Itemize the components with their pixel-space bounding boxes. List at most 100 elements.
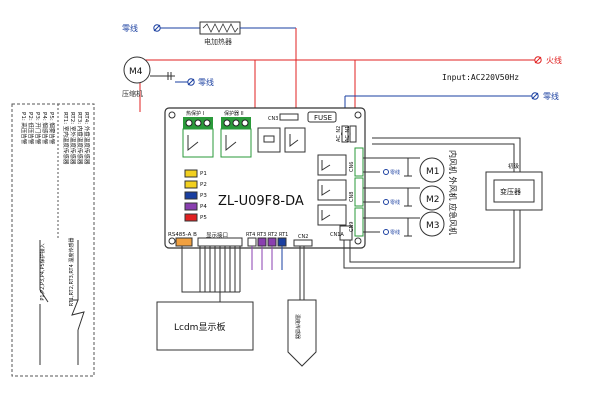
sensor-body: [287, 299, 317, 367]
m2-neutral-label: 零线: [390, 199, 400, 206]
p2-connector: [184, 180, 198, 189]
fuse-label: FUSE: [314, 114, 332, 122]
legend-p1: P1: 高压告警: [20, 112, 28, 145]
cn9-block: [354, 207, 364, 237]
fuse: [307, 111, 337, 123]
cn1a-label: CN1A: [330, 232, 344, 238]
terminal-screw-2: [194, 119, 202, 127]
m1-neutral-label: 零线: [390, 169, 400, 176]
cn2-connector: [293, 239, 313, 247]
m1-label: M1: [426, 167, 440, 177]
legend-col-4: P4: 烟感告警: [41, 112, 49, 145]
fan-relay-3: [317, 204, 347, 226]
cn8-label-wrap: CN8: [349, 192, 355, 202]
cn9-label: CN9: [349, 222, 355, 232]
rs485-connector: [175, 237, 193, 247]
transformer-wire-2: [372, 143, 515, 172]
lcd-board: [156, 246, 254, 351]
rt4-label: RT4: [246, 232, 255, 238]
heater-relay: [284, 127, 306, 153]
p3-label: P3: [200, 193, 207, 199]
neutral-label-1: 零线: [122, 23, 138, 33]
legend-col-7: RT2: 室外温度传感器: [69, 112, 77, 165]
transformer: [343, 137, 543, 269]
live-terminal-slash: [534, 56, 542, 64]
m2-motor: [419, 185, 445, 211]
sensor-probe: [287, 246, 317, 367]
m1-neutral-terminal: [383, 169, 389, 175]
transformer-wire-3: [349, 210, 515, 263]
legend-p3: P3: 开门告警: [34, 112, 42, 145]
legend-box: [11, 103, 95, 377]
control-board: [164, 107, 366, 249]
legend-vertical-2: RT1,RT2,RT3,RT4 温度传感器: [68, 238, 75, 307]
neutral-label-2: 零线: [198, 77, 214, 87]
cn1a-block: [339, 225, 353, 241]
board-outline: [164, 107, 366, 249]
legend-rt3: RT3: 内盘温度传感器: [76, 112, 84, 165]
legend-col-5: P5: 烟雾告警: [48, 112, 56, 145]
legend-rt2: RT2: 室外温度传感器: [69, 112, 77, 165]
lcd-label: Lcdm显示板: [174, 321, 225, 333]
m2-label: M2: [426, 195, 440, 205]
m2-neutral-terminal: [383, 199, 389, 205]
fan-motors: [363, 157, 445, 237]
legend-col-1: P1: 高压告警: [20, 112, 28, 145]
heater-label: 电加热器: [204, 37, 232, 46]
legend-vert-1: P1,P2,P3,P4,P5保护接入: [39, 243, 46, 300]
lcd-frame: [156, 301, 254, 351]
transformer-inner: [493, 179, 535, 203]
ac-n2-terminal: [341, 125, 349, 143]
neutral-terminal-2-slash: [187, 78, 195, 86]
ac-n1-terminal: [349, 125, 357, 143]
relay-left-label: 热保护 I: [186, 110, 204, 117]
legend-p5: P5: 烟雾告警: [48, 112, 56, 145]
rs485-wire: [181, 246, 200, 293]
m3-label: M3: [426, 221, 440, 231]
legend-col-3: P3: 开门告警: [34, 112, 42, 145]
ac-n1-label-wrap: AC_N1: [345, 126, 351, 142]
neutral-label-3: 零线: [543, 91, 559, 101]
legend-rt4: RT4: 外盘温度传感器: [83, 112, 91, 165]
rt1-label: RT1: [279, 232, 288, 238]
fan-relay-1: [317, 154, 347, 176]
legend-frame: [11, 103, 95, 377]
rt3-connector: [257, 237, 267, 247]
legend-switch: [39, 289, 49, 303]
p1-label: P1: [200, 171, 207, 177]
fan-text: 内风机 外风机 应急风机: [448, 150, 458, 235]
mount-hole-bl: [168, 237, 176, 245]
fan-relay-2: [317, 179, 347, 201]
p5-connector: [184, 213, 198, 222]
board-model: ZL-U09F8-DA: [218, 194, 304, 209]
ac-n2-label-wrap: AC_N2: [336, 126, 342, 142]
mount-hole-br: [354, 237, 362, 245]
fan-relay-3-switch: [321, 210, 331, 221]
legend-col-8: RT3: 内盘温度传感器: [76, 112, 84, 165]
transformer-wire-4: [343, 210, 521, 269]
cn6-label: CN6: [349, 162, 355, 172]
legend-rt1: RT1: 室内温度传感器: [62, 112, 70, 165]
relay-left-switch: [187, 135, 199, 152]
rt3-label: RT3: [257, 232, 266, 238]
fan-relay-2-switch: [321, 185, 331, 196]
m3-neutral-terminal: [383, 229, 389, 235]
legend-thermistor: [70, 299, 85, 331]
transformer-wire-1: [372, 137, 521, 172]
sensor-label: 温度传感器: [294, 314, 301, 339]
ac-n2-label: AC_N2: [336, 126, 342, 142]
compressor: [123, 56, 195, 86]
relay-right-label: 保护器 II: [224, 110, 244, 117]
compressor-label: M4: [129, 67, 143, 77]
relay-right-switch: [225, 135, 237, 152]
legend-p2: P2: 低压告警: [27, 112, 35, 145]
terminal-screw-4: [223, 119, 231, 127]
compressor-relay: [257, 127, 281, 153]
m3-neutral-label: 零线: [390, 229, 400, 236]
neutral-terminal-3-slash: [531, 92, 539, 100]
compressor-motor: [123, 56, 151, 84]
relay-coil: [263, 135, 275, 143]
cn2-label: CN2: [298, 234, 308, 240]
terminal-screw-6: [241, 119, 249, 127]
compressor-caption: 压缩机: [122, 89, 143, 98]
